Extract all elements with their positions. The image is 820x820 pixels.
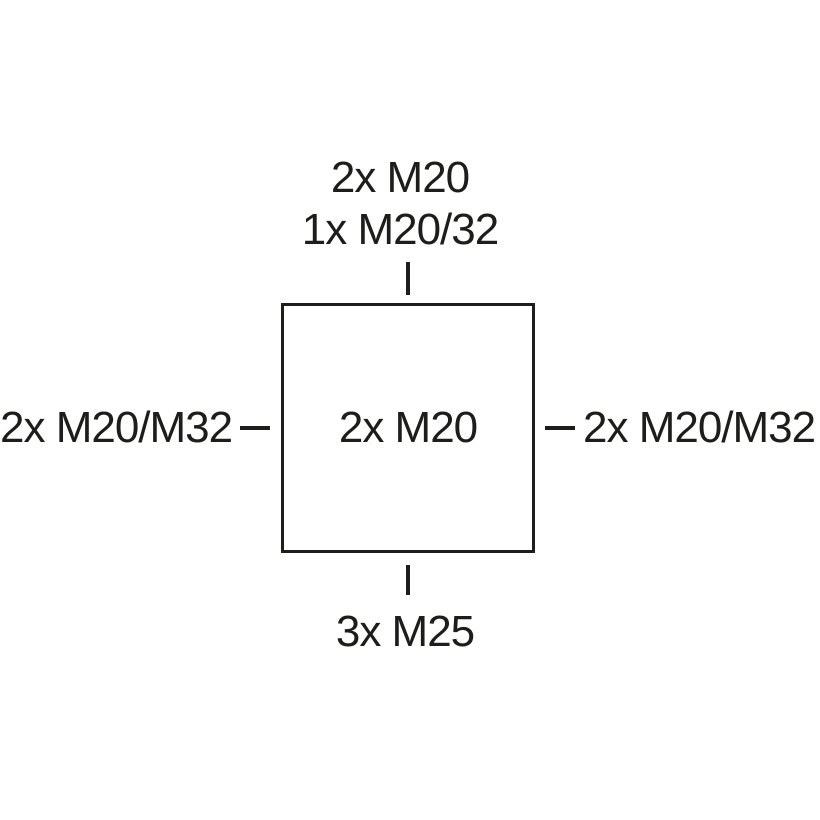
top-entry-labels: 2x M20 1x M20/32 — [200, 152, 600, 256]
left-entry-label: 2x M20/M32 — [0, 403, 233, 452]
bottom-connector-line — [406, 565, 410, 595]
right-entry-label: 2x M20/M32 — [583, 403, 816, 452]
top-connector-line — [406, 262, 410, 295]
right-connector-line — [545, 426, 575, 430]
left-connector-line — [240, 426, 270, 430]
junction-box-outline: 2x M20 — [281, 303, 535, 553]
bottom-entry-label: 3x M25 — [335, 607, 475, 656]
top-entry-label-line2: 1x M20/32 — [301, 205, 499, 254]
top-entry-label-line1: 2x M20 — [330, 153, 470, 202]
center-entry-label: 2x M20 — [338, 403, 478, 452]
